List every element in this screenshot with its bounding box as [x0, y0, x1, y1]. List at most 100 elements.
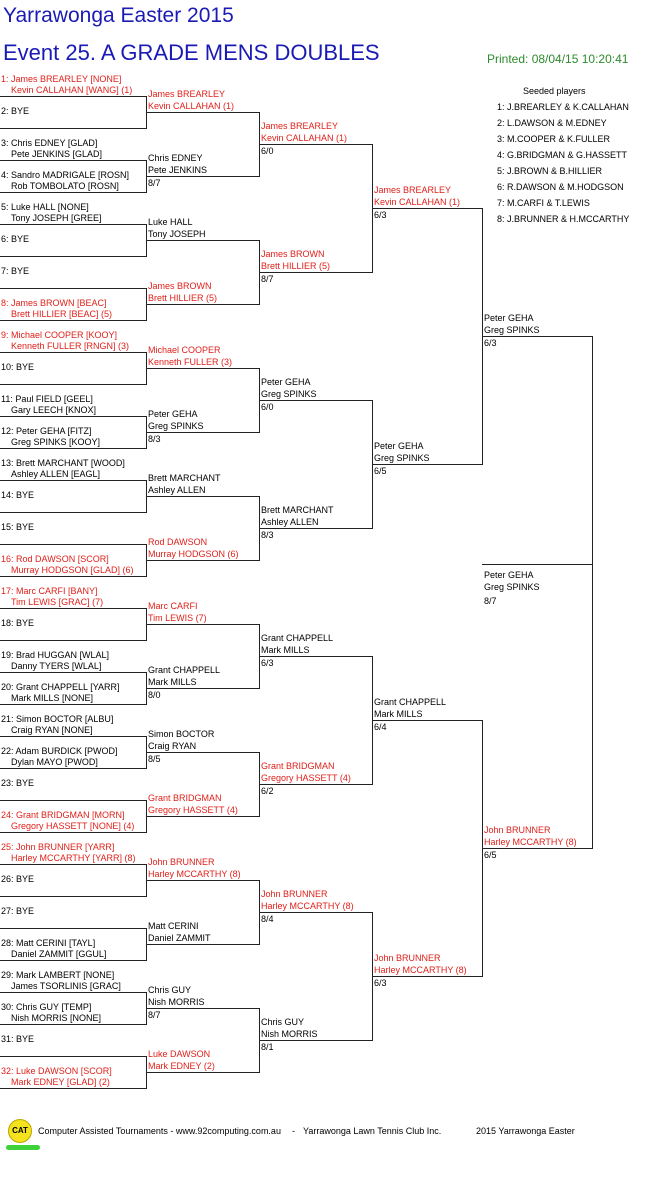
match-score: 6/5 [374, 466, 387, 476]
match-line [259, 272, 372, 273]
match-line [372, 720, 482, 721]
entry-line-1: 21: Simon BOCTOR [ALBU] [1, 714, 114, 724]
match-winner-line-2: Kevin CALLAHAN (1) [261, 133, 348, 143]
final-score: 8/7 [484, 596, 497, 606]
match-winner-line-2: Mark MILLS [148, 677, 197, 687]
entry-line-1: 5: Luke HALL [NONE] [1, 202, 89, 212]
entry-line-1: 32: Luke DAWSON [SCOR] [1, 1066, 112, 1076]
entry-line-2: Pete JENKINS [GLAD] [11, 149, 103, 159]
match-winner-line-2: Mark MILLS [261, 645, 310, 655]
match-winner-line-2: Greg SPINKS [148, 421, 204, 431]
entry-line [0, 800, 146, 801]
entry-line [0, 416, 146, 417]
entry-line [0, 608, 146, 609]
entry-line [0, 896, 146, 897]
entry-line [0, 640, 146, 641]
entry-line-1: 7: BYE [1, 266, 30, 276]
entry-line-2: Gary LEECH [KNOX] [11, 405, 97, 415]
match-line [482, 848, 592, 849]
entry-line-2: Danny TYERS [WLAL] [11, 661, 102, 671]
entry-line-1: 30: Chris GUY [TEMP] [1, 1002, 92, 1012]
bracket-connector [592, 336, 593, 849]
match-winner-line-1: Peter GEHA [148, 409, 198, 419]
seeded-player-item: 3: M.COOPER & K.FULLER [497, 134, 611, 144]
match-winner-line-2: Harley MCCARTHY (8) [261, 901, 354, 911]
match-winner-line-1: Peter GEHA [484, 313, 534, 323]
bracket-connector [259, 1008, 260, 1073]
entry-line-1: 15: BYE [1, 522, 35, 532]
match-line [146, 304, 259, 305]
entry-line-1: 18: BYE [1, 618, 35, 628]
entry-line [0, 256, 146, 257]
match-winner-line-2: Nish MORRIS [148, 997, 205, 1007]
bracket-connector [372, 400, 373, 529]
entry-line-2: Tony JOSEPH [GREE] [11, 213, 102, 223]
bracket-connector [259, 624, 260, 689]
match-winner-line-2: Ashley ALLEN [148, 485, 206, 495]
entry-line [0, 992, 146, 993]
entry-line [0, 672, 146, 673]
match-score: 6/3 [484, 338, 497, 348]
entry-line-2: Mark MILLS [NONE] [11, 693, 94, 703]
footer-club: Yarrawonga Lawn Tennis Club Inc. [303, 1126, 442, 1136]
entry-line [0, 192, 146, 193]
match-winner-line-2: Brett HILLIER (5) [261, 261, 331, 271]
bracket-connector [259, 880, 260, 945]
seeded-player-item: 6: R.DAWSON & M.HODGSON [497, 182, 624, 192]
entry-line-1: 10: BYE [1, 362, 35, 372]
seeded-player-item: 4: G.BRIDGMAN & G.HASSETT [497, 150, 628, 160]
match-winner-line-2: Tim LEWIS (7) [148, 613, 207, 623]
entry-line [0, 448, 146, 449]
match-winner-line-1: Rod DAWSON [148, 537, 208, 547]
match-line [372, 208, 482, 209]
match-line [259, 1040, 372, 1041]
entry-line-1: 11: Paul FIELD [GEEL] [1, 394, 93, 404]
entry-line-1: 14: BYE [1, 490, 35, 500]
match-score: 6/0 [261, 402, 274, 412]
entry-line [0, 1056, 146, 1057]
match-winner-line-1: Peter GEHA [261, 377, 311, 387]
entry-line [0, 960, 146, 961]
bracket-connector [259, 112, 260, 177]
match-winner-line-1: Matt CERINI [148, 921, 199, 931]
match-winner-line-1: Luke DAWSON [148, 1049, 211, 1059]
entry-line-2: Tim LEWIS [GRAC] (7) [11, 597, 104, 607]
entry-line [0, 384, 146, 385]
entry-line-2: Kenneth FULLER [RNGN] (3) [11, 341, 130, 351]
match-line [146, 1008, 259, 1009]
match-line [259, 784, 372, 785]
match-winner-line-2: Kevin CALLAHAN (1) [148, 101, 235, 111]
match-winner-line-1: Luke HALL [148, 217, 193, 227]
match-line [372, 976, 482, 977]
match-line [146, 944, 259, 945]
entry-line [0, 224, 146, 225]
bracket-connector [259, 496, 260, 561]
match-winner-line-1: Simon BOCTOR [148, 729, 215, 739]
match-line [146, 240, 259, 241]
champion-line-1: Peter GEHA [484, 570, 534, 580]
entry-line-2: Rob TOMBOLATO [ROSN] [11, 181, 119, 191]
entry-line [0, 736, 146, 737]
match-winner-line-2: Mark MILLS [374, 709, 423, 719]
footer-separator: - [292, 1126, 295, 1136]
entry-line-2: Mark EDNEY [GLAD] (2) [11, 1077, 110, 1087]
entry-line-2: Brett HILLIER [BEAC] (5) [11, 309, 113, 319]
match-line [259, 656, 372, 657]
entry-line-1: 24: Grant BRIDGMAN [MORN] [1, 810, 125, 820]
entry-line-2: Harley MCCARTHY [YARR] (8) [11, 853, 136, 863]
match-line [146, 624, 259, 625]
match-line [146, 368, 259, 369]
match-winner-line-2: Mark EDNEY (2) [148, 1061, 215, 1071]
entry-line-1: 22: Adam BURDICK [PWOD] [1, 746, 118, 756]
entry-line [0, 1024, 146, 1025]
match-winner-line-1: James BREARLEY [261, 121, 339, 131]
bracket-connector [482, 208, 483, 465]
match-winner-line-2: Kevin CALLAHAN (1) [374, 197, 461, 207]
entry-line-1: 1: James BREARLEY [NONE] [1, 74, 122, 84]
bracket-connector [372, 144, 373, 273]
match-line [146, 496, 259, 497]
entry-line-2: Gregory HASSETT [NONE] (4) [11, 821, 135, 831]
seeded-players-title: Seeded players [523, 86, 586, 96]
match-line [259, 528, 372, 529]
match-winner-line-2: Craig RYAN [148, 741, 197, 751]
